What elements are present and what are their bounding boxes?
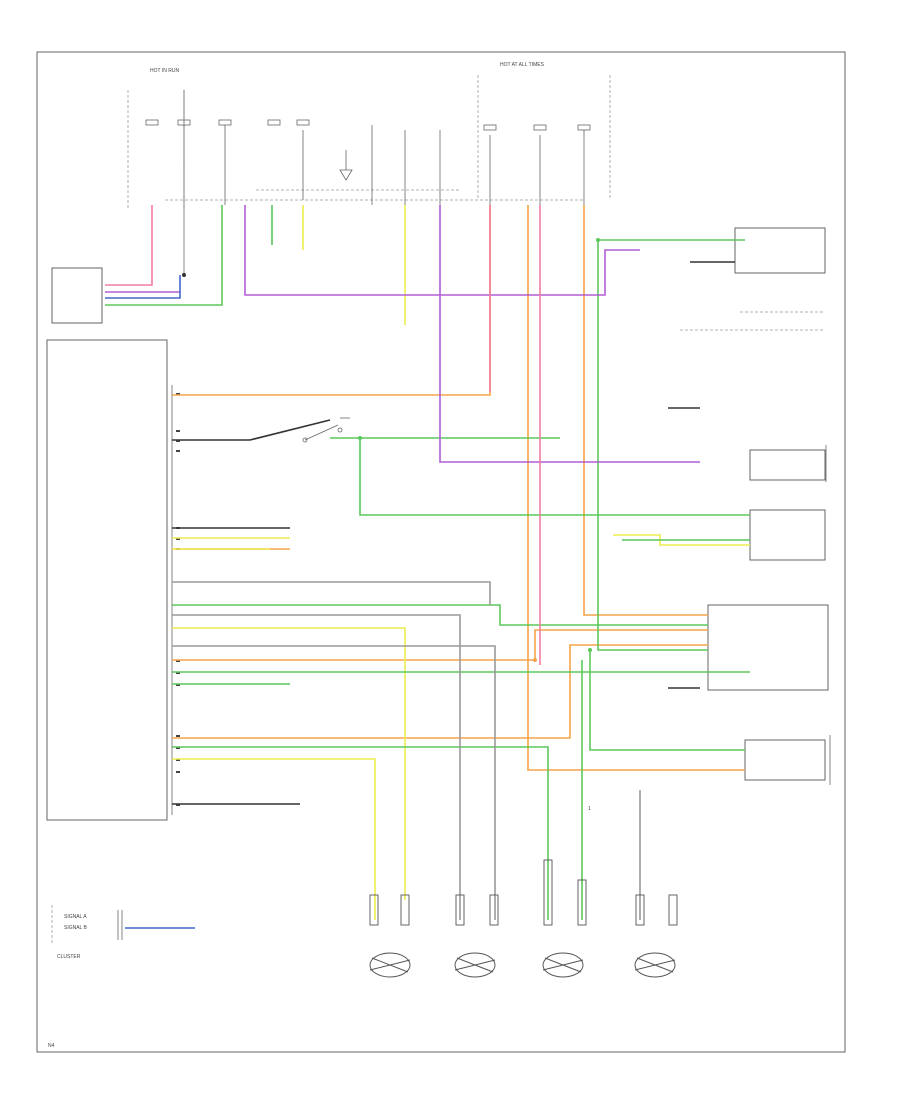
wheel-sensor-lf (369, 894, 411, 978)
purple-wires (105, 205, 700, 463)
hot-in-run-label: HOT IN RUN (150, 68, 179, 74)
right-connector-3 (744, 739, 826, 781)
fuse-feed-lines (127, 75, 825, 331)
wheel-sensor-lr (542, 859, 587, 978)
diagram-frame (36, 51, 846, 1053)
pin-n4-label: N4 (48, 1043, 55, 1049)
cluster-box: CLUSTER SIGNAL A SIGNAL B (51, 905, 123, 960)
wheel-sensor-rf (454, 894, 499, 978)
top-left-module (51, 267, 103, 324)
blue-wires (105, 275, 195, 929)
green-wires (105, 205, 750, 920)
right-connector-1 (749, 449, 826, 481)
suspension-module (734, 227, 826, 274)
fuse-wires (183, 90, 585, 275)
yellow-wires (172, 205, 750, 920)
splice-dots (182, 238, 600, 662)
orange-wires (172, 205, 745, 771)
signal-b-label: SIGNAL B (64, 925, 88, 931)
shift-lever-module (46, 339, 168, 821)
signal-a-label: SIGNAL A (64, 914, 87, 920)
switch-symbol (302, 417, 350, 443)
gray-wires (172, 261, 735, 920)
pink-wires (105, 205, 541, 665)
transfer-case-module (707, 604, 829, 691)
wheel-sensor-rr (634, 894, 678, 978)
hot-at-all-times-label: HOT AT ALL TIMES (500, 62, 545, 68)
pin-dash-label: 1 (588, 806, 591, 812)
cluster-label: CLUSTER (57, 954, 81, 960)
connector-pins (176, 393, 180, 806)
fuse-symbols (145, 119, 591, 131)
right-connector-2 (749, 509, 826, 561)
